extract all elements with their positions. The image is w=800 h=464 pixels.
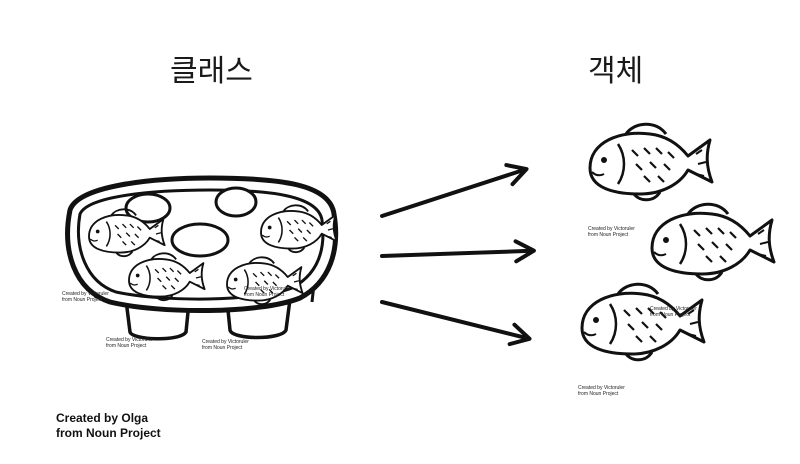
credit-line: Created by Victoruler bbox=[578, 385, 625, 391]
credit-line: from Noun Project bbox=[578, 391, 619, 397]
credit-small: Created by Victoruler from Noun Project bbox=[578, 385, 625, 397]
credit-line: from Noun Project bbox=[62, 297, 103, 303]
credit-small: Created by Victoruler from Noun Project bbox=[650, 306, 697, 318]
credit-small: Created by Victoruler from Noun Project bbox=[202, 339, 249, 351]
credit-line: Created by Victoruler bbox=[202, 339, 249, 345]
credit-main: Created by Olga from Noun Project bbox=[56, 411, 161, 441]
taiyaki-fish-icon bbox=[588, 122, 714, 202]
arrow-right-icon bbox=[376, 157, 534, 351]
credit-line: from Noun Project bbox=[56, 426, 161, 440]
credit-line: Created by Victoruler bbox=[106, 337, 153, 343]
taiyaki-mold-icon bbox=[65, 175, 339, 341]
credit-small: Created by Victoruler from Noun Project bbox=[62, 291, 109, 303]
class-title: 클래스 bbox=[170, 54, 253, 89]
credit-line: Created by Victoruler bbox=[650, 306, 697, 312]
object-title: 객체 bbox=[588, 54, 644, 89]
credit-line: from Noun Project bbox=[588, 232, 629, 238]
taiyaki-fish-icon bbox=[650, 202, 776, 282]
credit-line: from Noun Project bbox=[106, 343, 147, 349]
credit-small: Created by Victoruler from Noun Project bbox=[588, 226, 635, 238]
taiyaki-fish-icon bbox=[580, 282, 706, 362]
credit-line: Created by Victoruler bbox=[62, 291, 109, 297]
credit-line: from Noun Project bbox=[650, 312, 691, 318]
credit-line: Created by Victoruler bbox=[588, 226, 635, 232]
credit-line: Created by Victoruler bbox=[244, 286, 291, 292]
credit-small: Created by Victoruler from Noun Project bbox=[244, 286, 291, 298]
credit-line: from Noun Project bbox=[202, 345, 243, 351]
credit-line: Created by Olga bbox=[56, 411, 149, 425]
credit-small: Created by Victoruler from Noun Project bbox=[106, 337, 153, 349]
credit-line: from Noun Project bbox=[244, 292, 285, 298]
